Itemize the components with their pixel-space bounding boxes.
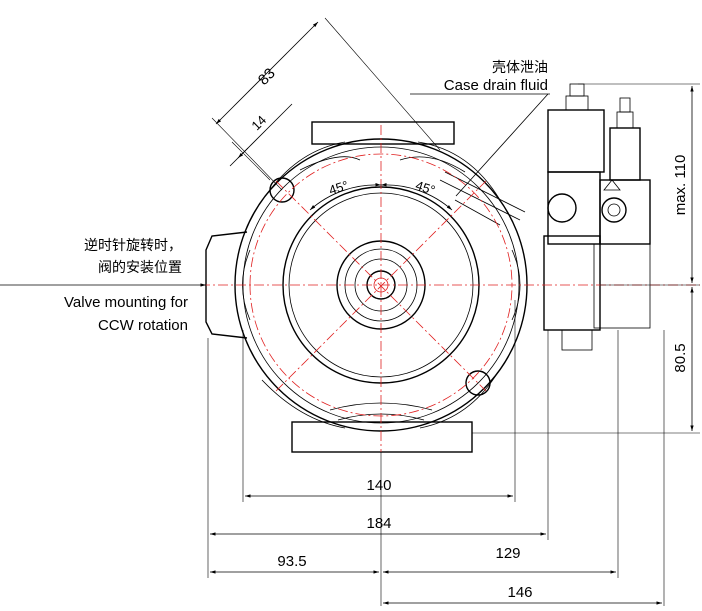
dim-83-label: 83: [255, 65, 279, 89]
pump-body: [205, 121, 528, 453]
dim-146-label: 146: [507, 584, 532, 601]
angle-left-label: 45°: [327, 178, 350, 198]
control-valve: [543, 83, 651, 351]
case-drain-en-label: Case drain fluid: [444, 77, 548, 94]
dimension-lines: [0, 17, 700, 606]
case-drain-cn-label: 壳体泄油: [492, 59, 548, 76]
dim-129-label: 129: [495, 545, 520, 562]
dim-140-label: 140: [366, 477, 391, 494]
dim-80-5-label: 80.5: [672, 343, 689, 372]
valve-mount-cn-line1: 逆时针旋转时，: [84, 238, 182, 254]
centerlines: [200, 125, 700, 452]
valve-mount-en-line2: CCW rotation: [98, 317, 188, 334]
angle-right-label: 45°: [414, 178, 437, 198]
valve-mount-cn-line2: 阀的安装位置: [98, 260, 182, 276]
dim-184-label: 184: [366, 515, 391, 532]
dim-93-5-label: 93.5: [277, 553, 306, 570]
labels: 壳体泄油 Case drain fluid 逆时针旋转时， 阀的安装位置 Val…: [64, 59, 689, 601]
valve-mount-en-line1: Valve mounting for: [64, 294, 188, 311]
dim-max110-label: max. 110: [672, 155, 689, 216]
